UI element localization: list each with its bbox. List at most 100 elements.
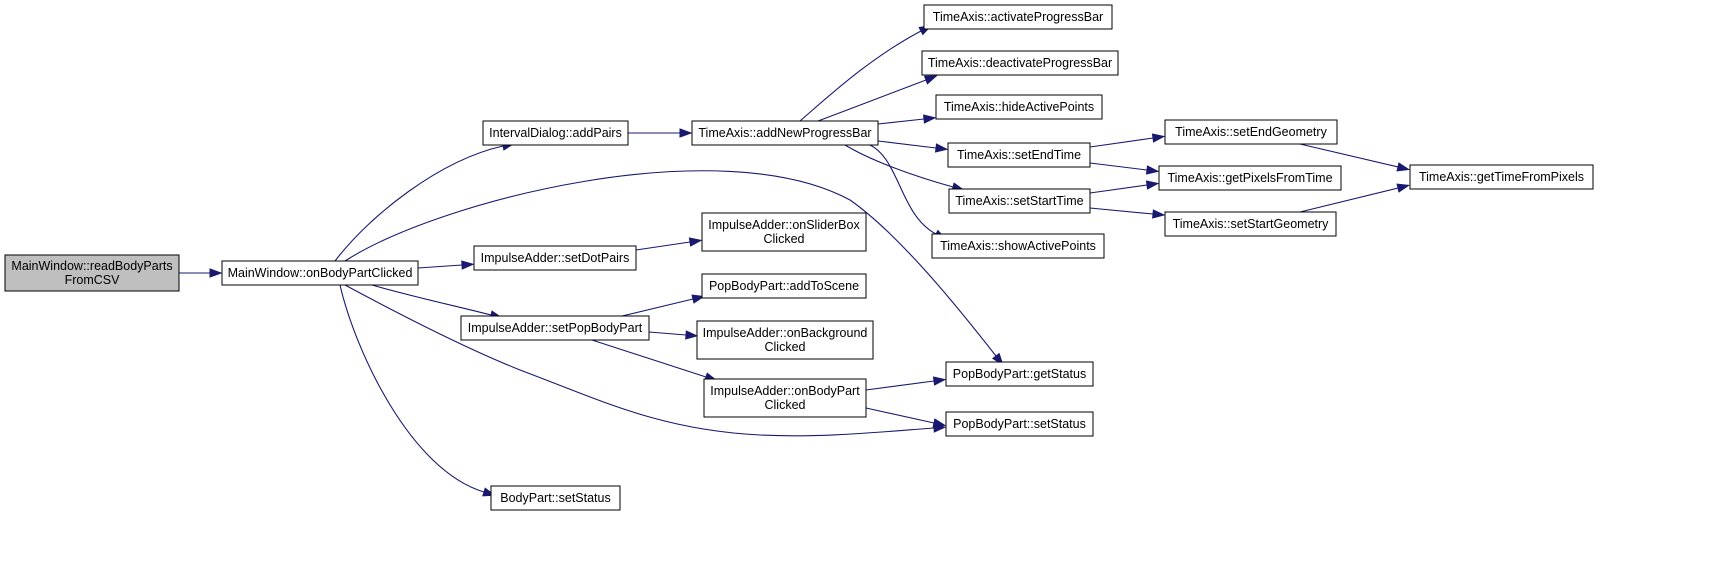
edge-addPairs-to-addNewProgressBar (628, 128, 693, 138)
edge-line (339, 284, 485, 493)
arrowhead-icon (679, 128, 693, 138)
edge-line (591, 339, 707, 378)
node-setPopBodyPart[interactable]: ImpulseAdder::setPopBodyPart (460, 315, 650, 341)
node-label: TimeAxis::getTimeFromPixels (1419, 170, 1584, 184)
edge-addNewProgressBar-to-setStartTime (844, 144, 966, 192)
node-bodySetStatus[interactable]: BodyPart::setStatus (490, 485, 621, 511)
node-deactivateProgressBar[interactable]: TimeAxis::deactivateProgressBar (921, 50, 1119, 76)
edge-addNewProgressBar-to-deactivateProgressBar (817, 75, 938, 122)
arrowhead-icon (685, 330, 699, 340)
arrowhead-icon (1145, 180, 1160, 190)
node-label: FromCSV (65, 273, 121, 287)
node-box[interactable] (221, 260, 419, 286)
edge-setStartTime-to-getPixelsFromTime (1089, 180, 1160, 194)
node-box[interactable] (945, 411, 1094, 437)
node-box[interactable] (923, 4, 1113, 30)
node-label: ImpulseAdder::onSliderBox (708, 218, 860, 232)
node-box[interactable] (935, 94, 1103, 120)
node-setDotPairs[interactable]: ImpulseAdder::setDotPairs (473, 245, 637, 271)
node-box[interactable] (701, 212, 867, 252)
node-box[interactable] (1409, 164, 1594, 190)
node-label: ImpulseAdder::setPopBodyPart (468, 321, 643, 335)
node-box[interactable] (931, 233, 1105, 259)
edge-onBodyPartClicked-to-setPopBodyPart (371, 284, 504, 320)
edge-line (1089, 184, 1148, 194)
node-getPixelsFromTime[interactable]: TimeAxis::getPixelsFromTime (1158, 165, 1342, 191)
edge-line (344, 170, 997, 357)
node-label: IntervalDialog::addPairs (489, 126, 622, 140)
edge-line (621, 298, 694, 317)
node-box[interactable] (947, 142, 1091, 168)
node-addPairs[interactable]: IntervalDialog::addPairs (482, 120, 629, 146)
edge-line (635, 241, 691, 251)
arrowhead-icon (923, 75, 938, 85)
node-setEndGeometry[interactable]: TimeAxis::setEndGeometry (1164, 119, 1338, 145)
node-addToScene[interactable]: PopBodyPart::addToScene (701, 273, 867, 299)
node-showActivePoints[interactable]: TimeAxis::showActivePoints (931, 233, 1105, 259)
node-box[interactable] (701, 273, 867, 299)
edge-setPopBodyPart-to-onBackgroundClicked (648, 330, 699, 340)
edge-setStartTime-to-setStartGeometry (1089, 207, 1166, 219)
arrowhead-icon (1396, 183, 1411, 193)
edge-iaOnBodyPartClicked-to-popSetStatus (865, 407, 947, 428)
node-box[interactable] (1164, 119, 1338, 145)
node-box[interactable] (691, 120, 879, 146)
edge-addNewProgressBar-to-setEndTime (877, 140, 949, 153)
node-box[interactable] (460, 315, 650, 341)
node-box[interactable] (482, 120, 629, 146)
node-box[interactable] (948, 188, 1091, 214)
edge-setDotPairs-to-onSliderBoxClicked (635, 237, 703, 251)
node-label: Clicked (765, 398, 806, 412)
node-getStatus[interactable]: PopBodyPart::getStatus (945, 361, 1094, 387)
node-label: PopBodyPart::setStatus (953, 417, 1086, 431)
node-label: TimeAxis::deactivateProgressBar (928, 56, 1112, 70)
edge-addNewProgressBar-to-hideActivePoints (877, 114, 937, 125)
node-box[interactable] (921, 50, 1119, 76)
node-onBodyPartClicked[interactable]: MainWindow::onBodyPartClicked (221, 260, 419, 286)
arrowhead-icon (922, 114, 937, 124)
node-box[interactable] (473, 245, 637, 271)
edge-line (371, 284, 492, 316)
arrowhead-icon (1396, 162, 1411, 172)
node-getTimeFromPixels[interactable]: TimeAxis::getTimeFromPixels (1409, 164, 1594, 190)
node-label: MainWindow::readBodyParts (11, 259, 172, 273)
edge-setEndTime-to-getPixelsFromTime (1089, 162, 1160, 175)
node-popSetStatus[interactable]: PopBodyPart::setStatus (945, 411, 1094, 437)
node-label: TimeAxis::setEndGeometry (1175, 125, 1327, 139)
edge-line (817, 79, 927, 122)
node-addNewProgressBar[interactable]: TimeAxis::addNewProgressBar (691, 120, 879, 146)
node-label: TimeAxis::showActivePoints (940, 239, 1096, 253)
node-activateProgressBar[interactable]: TimeAxis::activateProgressBar (923, 4, 1113, 30)
node-label: TimeAxis::setEndTime (957, 148, 1081, 162)
node-label: Clicked (764, 232, 805, 246)
node-box[interactable] (4, 254, 180, 292)
node-setStartGeometry[interactable]: TimeAxis::setStartGeometry (1164, 211, 1337, 237)
node-hideActivePoints[interactable]: TimeAxis::hideActivePoints (935, 94, 1103, 120)
edge-line (869, 144, 937, 235)
edge-line (865, 407, 935, 424)
node-iaOnBodyPartClicked[interactable]: ImpulseAdder::onBodyPartClicked (703, 378, 867, 418)
edge-line (1089, 207, 1154, 215)
node-box[interactable] (1164, 211, 1337, 237)
node-box[interactable] (703, 378, 867, 418)
edge-line (1299, 187, 1399, 213)
edge-setEndGeometry-to-getTimeFromPixels (1299, 143, 1411, 172)
edge-line (1299, 143, 1399, 168)
edge-onBodyPartClicked-to-addPairs (334, 141, 516, 262)
node-box[interactable] (945, 361, 1094, 387)
node-label: TimeAxis::activateProgressBar (933, 10, 1103, 24)
node-setEndTime[interactable]: TimeAxis::setEndTime (947, 142, 1091, 168)
edge-line (844, 144, 954, 188)
node-setStartTime[interactable]: TimeAxis::setStartTime (948, 188, 1091, 214)
node-box[interactable] (696, 320, 874, 360)
arrowhead-icon (688, 237, 703, 247)
node-box[interactable] (1158, 165, 1342, 191)
edge-onBodyPartClicked-to-setDotPairs (417, 260, 475, 270)
node-label: TimeAxis::setStartTime (955, 194, 1083, 208)
node-box[interactable] (490, 485, 621, 511)
edge-line (1089, 137, 1154, 148)
